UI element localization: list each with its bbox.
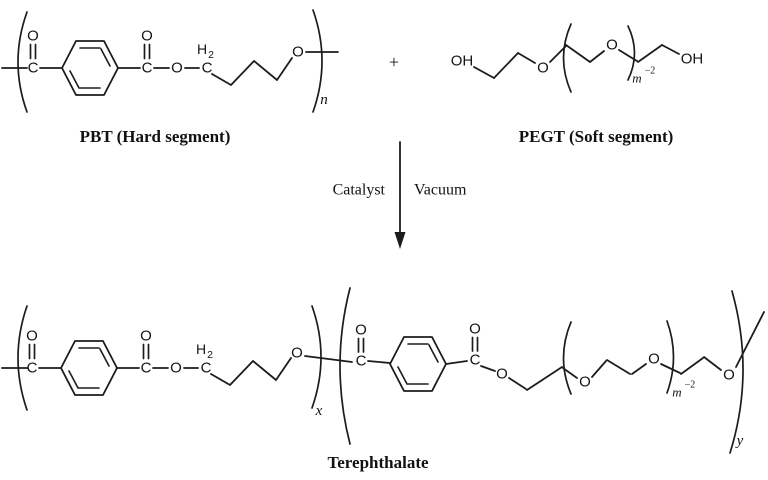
- atom-oxygen: O: [469, 321, 481, 338]
- atom-oxygen: O: [537, 60, 549, 77]
- pegt-repeat-base: m: [632, 71, 641, 86]
- hard-repeat-subscript: x: [315, 403, 323, 419]
- atom-oxygen: O: [291, 345, 303, 362]
- product-hard-block: O C O C O H 2 C O x: [1, 305, 353, 419]
- atom-carbon: C: [202, 60, 213, 77]
- atom-oxygen: O: [355, 322, 367, 339]
- atom-oxygen: O: [26, 328, 38, 345]
- atom-oxygen: O: [170, 360, 182, 377]
- atom-carbon: C: [141, 360, 152, 377]
- pegt-repeat-exponent: −2: [645, 66, 656, 77]
- atom-carbon: C: [470, 352, 481, 369]
- pegt-caption: PEGT (Soft segment): [519, 127, 674, 146]
- atom-carbon: C: [27, 360, 38, 377]
- atom-hydrogen: H: [196, 341, 206, 357]
- pbt-close-paren: [312, 9, 323, 113]
- peg-open-paren: [562, 321, 572, 395]
- pegt-close-paren: [627, 25, 636, 81]
- atom-oxygen: O: [141, 28, 153, 45]
- atom-carbon: C: [201, 360, 212, 377]
- soft-open-paren: [339, 287, 351, 445]
- arrow-head: [394, 232, 406, 249]
- pbt-caption: PBT (Hard segment): [80, 127, 231, 146]
- soft-repeat-subscript: y: [735, 433, 744, 449]
- atom-hydrogen-subscript: 2: [207, 349, 213, 361]
- peg-close-paren: [666, 320, 675, 394]
- atom-oxygen: O: [27, 28, 39, 45]
- atom-oxygen: O: [579, 374, 591, 391]
- atom-oxygen: O: [606, 37, 618, 54]
- hydroxyl-left: OH: [451, 53, 474, 70]
- atom-oxygen: O: [171, 60, 183, 77]
- peg-repeat-exponent: −2: [685, 380, 696, 391]
- atom-hydrogen: H: [197, 41, 207, 57]
- pegt-open-paren: [562, 23, 572, 93]
- product-caption: Terephthalate: [327, 453, 429, 472]
- product-soft-bonds: [357, 311, 765, 392]
- atom-carbon: C: [356, 353, 367, 370]
- pbt-repeat-subscript: n: [320, 92, 328, 108]
- atom-carbon: C: [28, 60, 39, 77]
- product-soft-block: O C O C O O O O m −2 y: [339, 287, 765, 454]
- atom-oxygen: O: [292, 44, 304, 61]
- pbt-structure: O C O C O H 2 C O n PBT (Hard segment): [1, 9, 339, 146]
- atom-hydrogen-subscript: 2: [208, 49, 214, 61]
- atom-oxygen: O: [140, 328, 152, 345]
- peg-repeat-base: m: [672, 385, 681, 400]
- pbt-open-paren: [17, 11, 28, 113]
- atom-oxygen: O: [723, 367, 735, 384]
- condition-vacuum: Vacuum: [414, 182, 467, 199]
- soft-close-paren: [729, 290, 744, 454]
- reaction-arrow: Catalyst Vacuum: [333, 141, 467, 249]
- product-hard-bonds: [1, 340, 353, 396]
- hard-close-paren: [311, 305, 322, 409]
- condition-catalyst: Catalyst: [333, 182, 386, 199]
- pbt-bonds: [1, 40, 339, 96]
- atom-carbon: C: [142, 60, 153, 77]
- hydroxyl-right: OH: [681, 51, 704, 68]
- plus-sign: +: [389, 52, 399, 72]
- atom-oxygen: O: [648, 351, 660, 368]
- hard-open-paren: [17, 305, 28, 411]
- atom-oxygen: O: [496, 366, 508, 383]
- pegt-structure: OH O O OH m −2 PEGT (Soft segment): [451, 23, 704, 146]
